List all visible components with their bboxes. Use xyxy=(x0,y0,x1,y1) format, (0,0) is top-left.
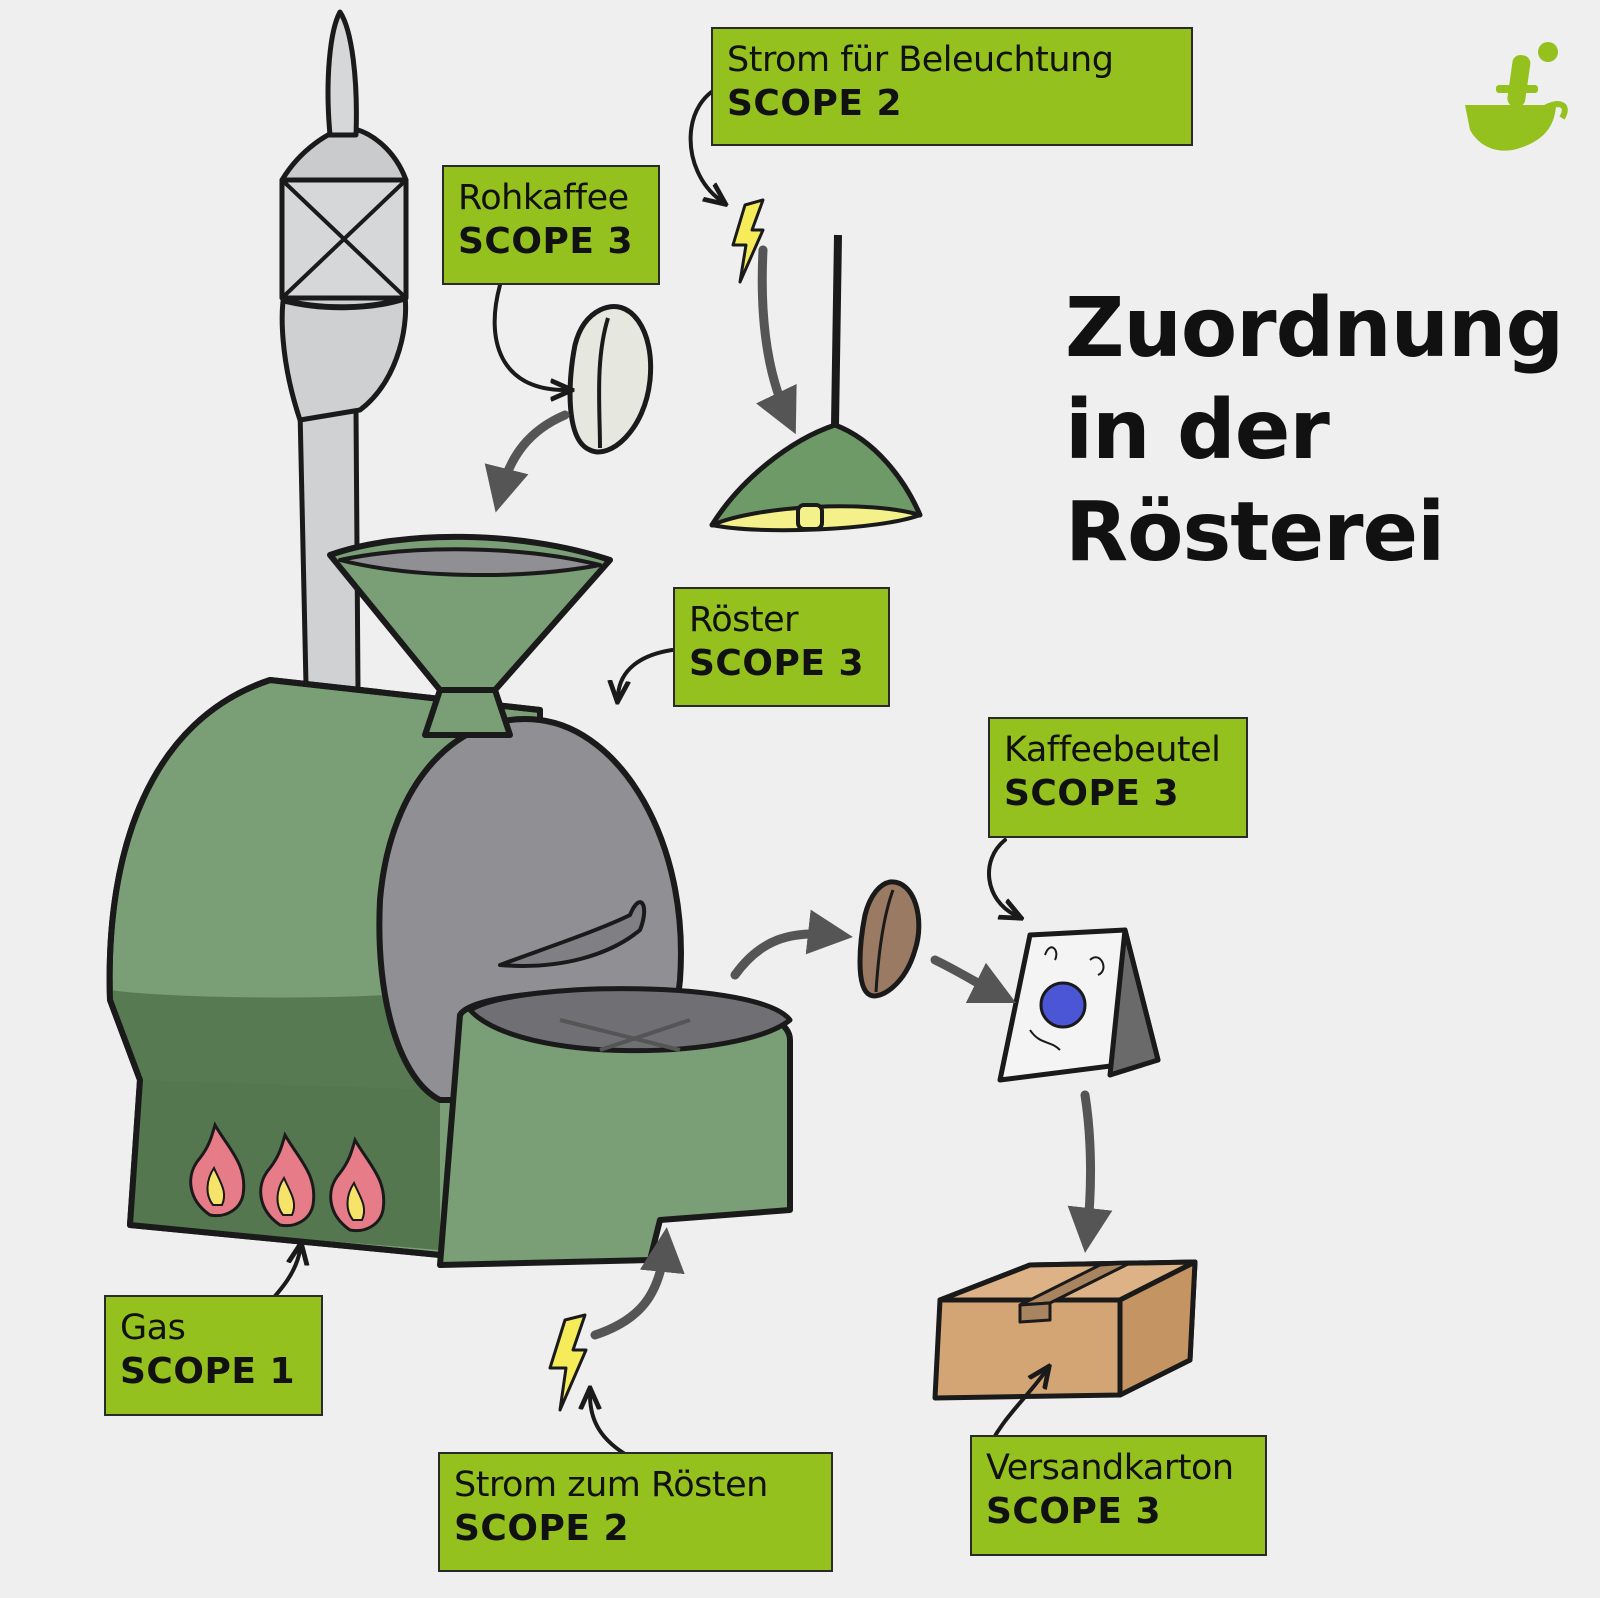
label-gas: Gas SCOPE 1 xyxy=(104,1295,323,1416)
title-line-3: Rösterei xyxy=(1065,485,1445,580)
title-line-2: in der xyxy=(1065,383,1330,478)
page-title: Zuordnung in der Rösterei xyxy=(1065,278,1564,584)
label-name: Versandkarton xyxy=(986,1448,1234,1488)
label-versandkarton: Versandkarton SCOPE 3 xyxy=(970,1435,1267,1556)
label-scope: SCOPE 3 xyxy=(689,642,865,684)
title-line-1: Zuordnung xyxy=(1065,281,1564,376)
gas-flames xyxy=(189,1121,386,1233)
label-roester: Röster SCOPE 3 xyxy=(673,587,890,707)
label-name: Kaffeebeutel xyxy=(1004,730,1221,770)
label-strom-roesten: Strom zum Rösten SCOPE 2 xyxy=(438,1452,833,1572)
label-name: Röster xyxy=(689,600,799,640)
label-scope: SCOPE 1 xyxy=(120,1350,296,1392)
label-name: Strom zum Rösten xyxy=(454,1465,768,1505)
label-scope: SCOPE 3 xyxy=(1004,772,1180,814)
label-scope: SCOPE 3 xyxy=(458,220,634,262)
green-coffee-bean xyxy=(567,304,654,455)
label-rohkaffee: Rohkaffee SCOPE 3 xyxy=(442,165,660,285)
label-name: Rohkaffee xyxy=(458,178,629,218)
ceiling-lamp xyxy=(709,234,923,533)
roasted-coffee-bean xyxy=(857,879,922,999)
label-kaffeebeutel: Kaffeebeutel SCOPE 3 xyxy=(988,717,1248,838)
lightning-bolt-icon xyxy=(548,198,765,1412)
label-strom-beleuchtung: Strom für Beleuchtung SCOPE 2 xyxy=(711,27,1193,146)
label-name: Gas xyxy=(120,1308,186,1348)
process-arrows xyxy=(484,245,1113,1340)
mortar-bowl-icon xyxy=(1465,42,1568,151)
shipping-box xyxy=(932,1259,1198,1401)
label-scope: SCOPE 3 xyxy=(986,1490,1162,1532)
chimney xyxy=(279,9,409,693)
label-name: Strom für Beleuchtung xyxy=(727,40,1114,80)
coffee-bag xyxy=(997,927,1161,1083)
label-scope: SCOPE 2 xyxy=(454,1507,630,1549)
label-scope: SCOPE 2 xyxy=(727,82,903,124)
